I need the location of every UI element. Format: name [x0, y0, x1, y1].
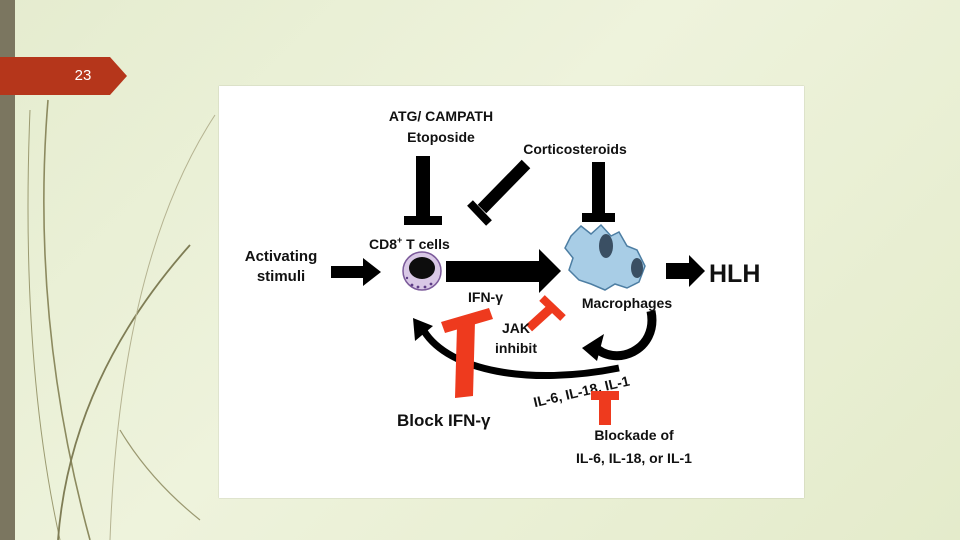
activating-stimuli-label-line1: Activating — [245, 248, 318, 265]
macrophage-self-loop — [590, 310, 657, 361]
atg-etoposide-inhibitor — [404, 156, 442, 225]
ifn-gamma-blocker — [441, 308, 493, 398]
corticosteroids-label: Corticosteroids — [523, 141, 627, 157]
jak-inhibitor-label-line1: JAK — [502, 320, 530, 336]
slide-number-tab-shape — [0, 57, 127, 95]
hlh-pathway-figure: ATG/ CAMPATH Etoposide Corticosteroids A… — [219, 86, 804, 498]
slide-number-tab: 23 — [0, 57, 127, 95]
etoposide-label: Etoposide — [407, 129, 475, 145]
slide-number: 23 — [74, 67, 92, 84]
cytokine-feedback-arrow — [421, 329, 620, 380]
jak-inhibitor-label-line2: inhibit — [495, 340, 537, 356]
activating-stimuli-label-line2: stimuli — [257, 268, 305, 285]
cd8-t-cells-label: CD8+ T cells — [369, 235, 450, 252]
jak-inhibitor — [525, 295, 566, 332]
macrophage-icon — [564, 223, 646, 291]
block-ifn-gamma-label: Block IFN-γ — [397, 411, 491, 430]
cytokine-feedback-arrowhead — [413, 318, 433, 341]
stimuli-arrow — [331, 258, 381, 286]
hlh-label: HLH — [709, 260, 760, 288]
cytokine-blockade-label-line2: IL-6, IL-18, or IL-1 — [576, 450, 692, 466]
atg-campath-label: ATG/ CAMPATH — [389, 108, 493, 124]
macrophages-label: Macrophages — [582, 295, 672, 311]
ifn-gamma-label: IFN-γ — [468, 289, 503, 305]
cytokine-blockade-inhibitor — [591, 391, 619, 425]
t-cell-icon — [402, 251, 442, 291]
macrophage-to-hlh-arrow — [666, 255, 705, 287]
corticosteroid-macrophage-inhibitor — [582, 162, 615, 222]
macrophage-self-loop-arrowhead — [582, 334, 604, 361]
pathway-diagram: ATG/ CAMPATH Etoposide Corticosteroids A… — [245, 108, 761, 466]
cytokine-blockade-label-line1: Blockade of — [594, 427, 674, 443]
left-accent-bar — [0, 0, 15, 540]
tcell-to-macrophage-arrow — [446, 249, 561, 293]
corticosteroid-tcell-inhibitor — [467, 159, 531, 226]
